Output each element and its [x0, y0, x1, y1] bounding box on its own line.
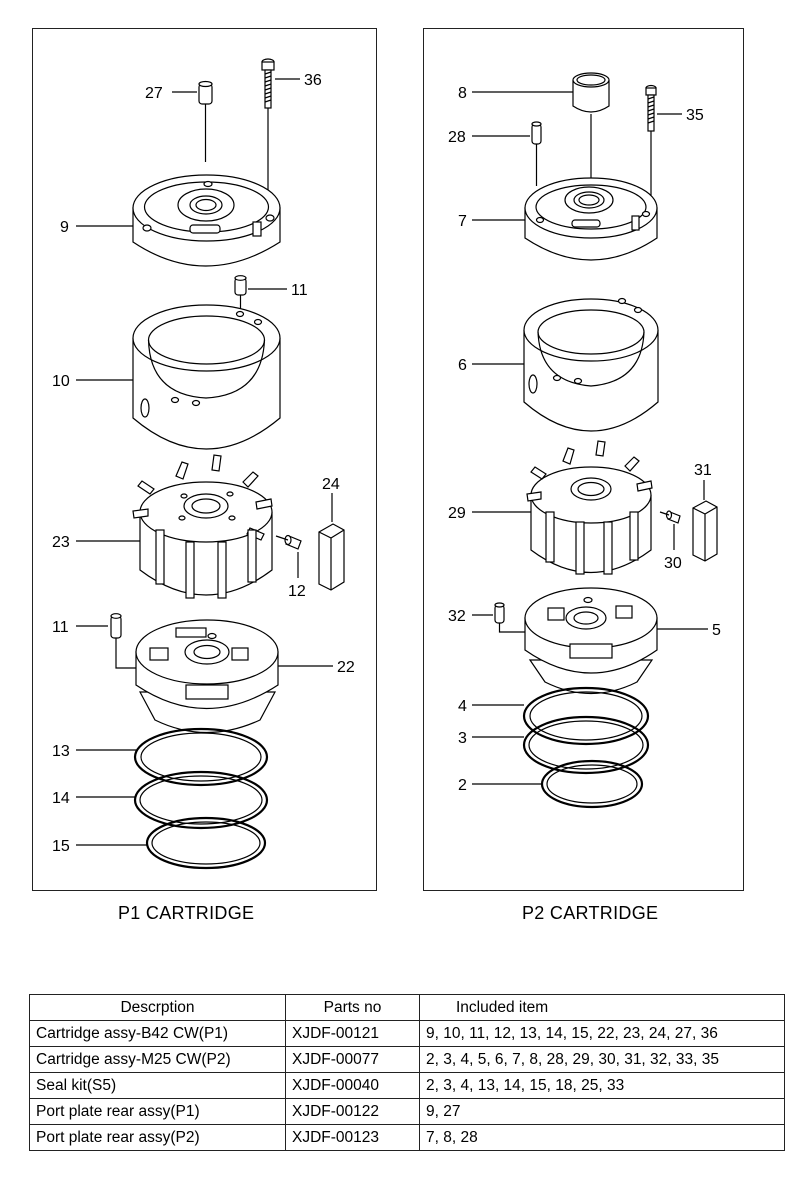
port-plate-7 [524, 177, 658, 261]
row-description: Port plate rear assy(P2) [29, 1124, 286, 1151]
callout-23: 23 [52, 534, 70, 551]
callout-8: 8 [458, 85, 467, 102]
callout-30: 30 [664, 555, 682, 572]
callout-10: 10 [52, 373, 70, 390]
bushing-8 [572, 72, 610, 190]
row-included-items: 9, 27 [419, 1098, 785, 1125]
cam-ring-6 [523, 297, 659, 432]
callout-22: 22 [337, 659, 355, 676]
p2-cartridge-panel [423, 28, 744, 891]
callout-31: 31 [694, 462, 712, 479]
callout-27: 27 [145, 85, 163, 102]
parts-table: Descrption Parts no Included item Cartri… [29, 994, 785, 1151]
row-parts-no: XJDF-00123 [285, 1124, 420, 1151]
vane-24 [318, 523, 345, 591]
exploded-view-drawing: 27 36 9 11 10 24 23 12 11 22 13 14 15 8 … [52, 58, 721, 870]
row-parts-no: XJDF-00077 [285, 1046, 420, 1073]
table-row: Port plate rear assy(P1) XJDF-00122 9, 2… [29, 1098, 785, 1125]
backup-ring-4 [522, 686, 650, 746]
leader-lines [76, 78, 708, 846]
pressure-plate-22 [135, 619, 279, 733]
row-included-items: 7, 8, 28 [419, 1124, 785, 1151]
header-parts-no: Parts no [285, 994, 420, 1021]
pressure-plate-5 [524, 587, 658, 695]
callout-36: 36 [304, 72, 322, 89]
callout-5: 5 [712, 622, 721, 639]
row-included-items: 2, 3, 4, 5, 6, 7, 8, 28, 29, 30, 31, 32,… [419, 1046, 785, 1073]
callout-4: 4 [458, 698, 467, 715]
callout-28: 28 [448, 129, 466, 146]
row-description: Port plate rear assy(P1) [29, 1098, 286, 1125]
callout-3: 3 [458, 730, 467, 747]
port-plate-9 [132, 174, 281, 267]
row-description: Cartridge assy-B42 CW(P1) [29, 1020, 286, 1047]
row-parts-no: XJDF-00040 [285, 1072, 420, 1099]
pin-11-upper [234, 275, 247, 318]
o-ring-14 [133, 770, 269, 830]
o-ring-3 [522, 715, 650, 775]
p1-caption: P1 CARTRIDGE [118, 903, 255, 923]
header-included-item: Included item [419, 994, 785, 1021]
pin-12 [275, 534, 302, 550]
vane-31 [692, 500, 718, 562]
callout-6: 6 [458, 357, 467, 374]
callout-32: 32 [448, 608, 466, 625]
row-parts-no: XJDF-00121 [285, 1020, 420, 1047]
row-description: Cartridge assy-M25 CW(P2) [29, 1046, 286, 1073]
rotor-23 [132, 454, 273, 599]
callout-15: 15 [52, 838, 70, 855]
o-ring-2 [540, 759, 644, 809]
callout-29: 29 [448, 505, 466, 522]
callout-7: 7 [458, 213, 467, 230]
callout-13: 13 [52, 743, 70, 760]
callout-2: 2 [458, 777, 467, 794]
pin-30 [659, 510, 681, 524]
cam-ring-10 [132, 304, 281, 450]
pin-28 [531, 121, 542, 186]
row-description: Seal kit(S5) [29, 1072, 286, 1099]
callout-35: 35 [686, 107, 704, 124]
table-row: Cartridge assy-B42 CW(P1) XJDF-00121 9, … [29, 1020, 785, 1047]
callout-24: 24 [322, 476, 340, 493]
table-row: Seal kit(S5) XJDF-00040 2, 3, 4, 13, 14,… [29, 1072, 785, 1099]
table-header-row: Descrption Parts no Included item [29, 994, 785, 1021]
backup-ring-13 [133, 727, 269, 787]
rotor-29 [526, 440, 653, 575]
table-row: Cartridge assy-M25 CW(P2) XJDF-00077 2, … [29, 1046, 785, 1073]
pin-27 [198, 80, 213, 162]
row-included-items: 2, 3, 4, 13, 14, 15, 18, 25, 33 [419, 1072, 785, 1099]
callout-11-lower: 11 [52, 619, 69, 636]
p1-cartridge-panel [32, 28, 377, 891]
table-row: Port plate rear assy(P2) XJDF-00123 7, 8… [29, 1124, 785, 1151]
o-ring-15 [145, 816, 267, 870]
row-included-items: 9, 10, 11, 12, 13, 14, 15, 22, 23, 24, 2… [419, 1020, 785, 1047]
row-parts-no: XJDF-00122 [285, 1098, 420, 1125]
p2-caption: P2 CARTRIDGE [522, 903, 659, 923]
callout-9: 9 [60, 219, 69, 236]
screw-35 [645, 84, 657, 205]
callout-12: 12 [288, 583, 306, 600]
header-description: Descrption [29, 994, 286, 1021]
callout-11-upper: 11 [291, 282, 308, 299]
callout-14: 14 [52, 790, 70, 807]
